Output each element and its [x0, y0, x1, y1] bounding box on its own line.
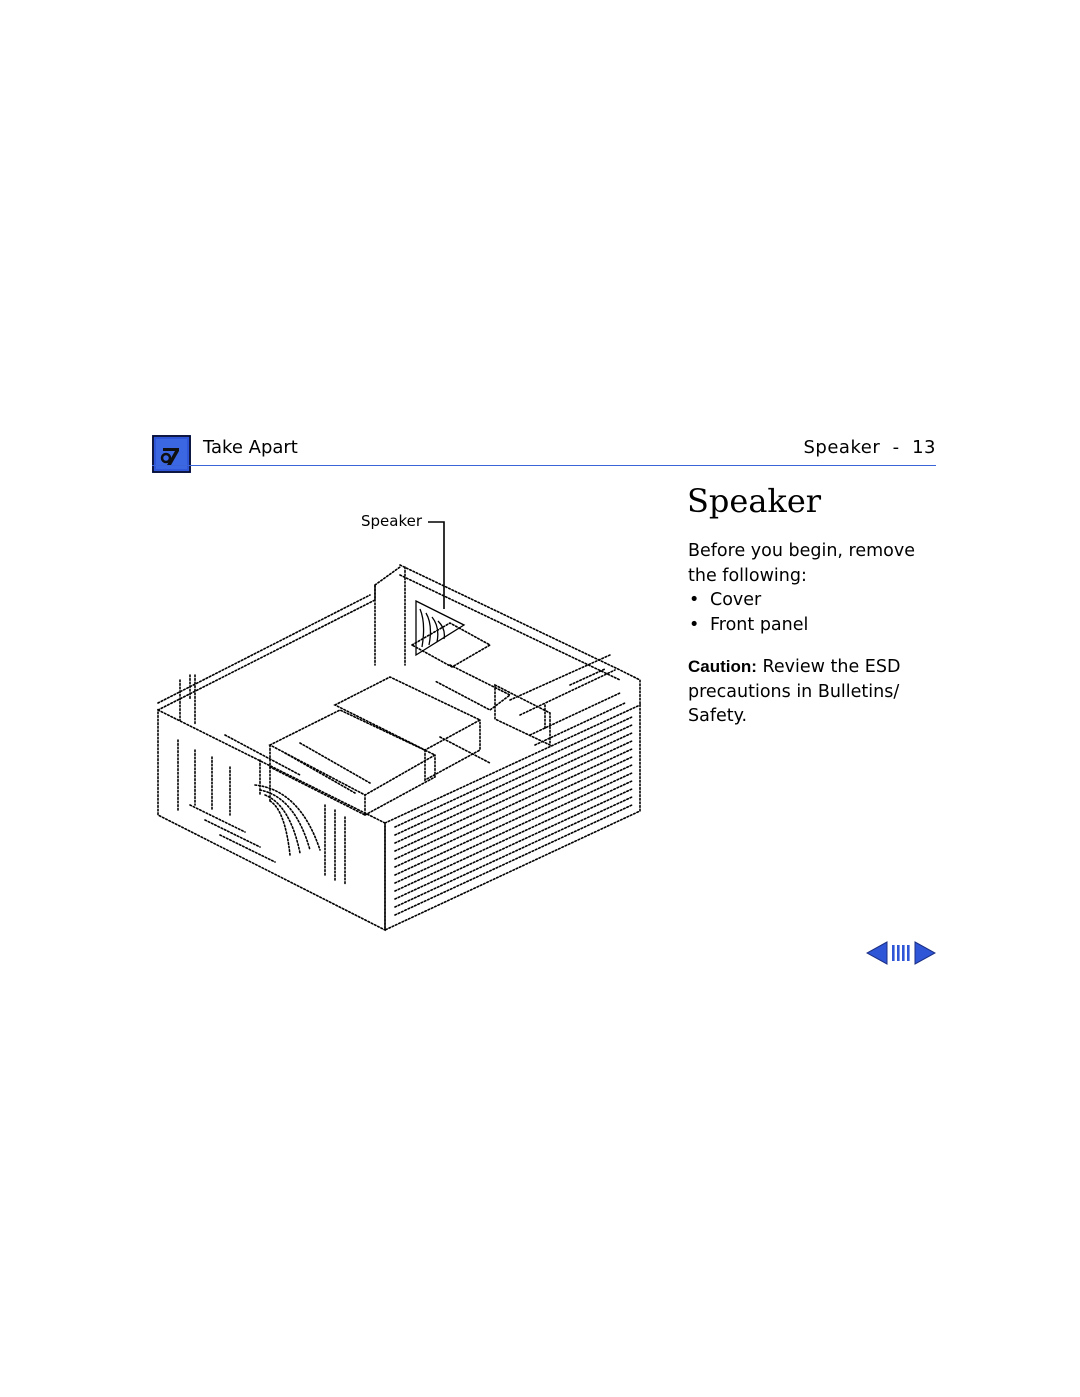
chassis-illustration [157, 521, 641, 932]
page-title: Speaker [687, 482, 822, 520]
caution-label: Caution: [688, 657, 757, 676]
page-index-icon[interactable] [891, 944, 911, 962]
page-navigation [866, 941, 936, 965]
section-label: Take Apart [203, 437, 298, 458]
next-arrow-icon[interactable] [914, 941, 936, 965]
page-header: Take Apart Speaker - 13 [152, 432, 936, 473]
caution-text: Review the ESD precautions in Bulletins/… [688, 657, 901, 726]
take-apart-wrench-icon [152, 435, 191, 473]
intro-text: Before you begin, remove the following: [688, 541, 916, 586]
speaker-callout-label: Speaker [361, 512, 423, 530]
prerequisite-list: Cover Front panel [688, 588, 808, 638]
header-divider [152, 465, 936, 466]
list-item: Cover [688, 588, 808, 613]
page-reference: Speaker - 13 [803, 437, 936, 458]
caution-note: Caution: Review the ESD precautions in B… [688, 655, 938, 729]
previous-arrow-icon[interactable] [866, 941, 888, 965]
list-item: Front panel [688, 613, 808, 638]
